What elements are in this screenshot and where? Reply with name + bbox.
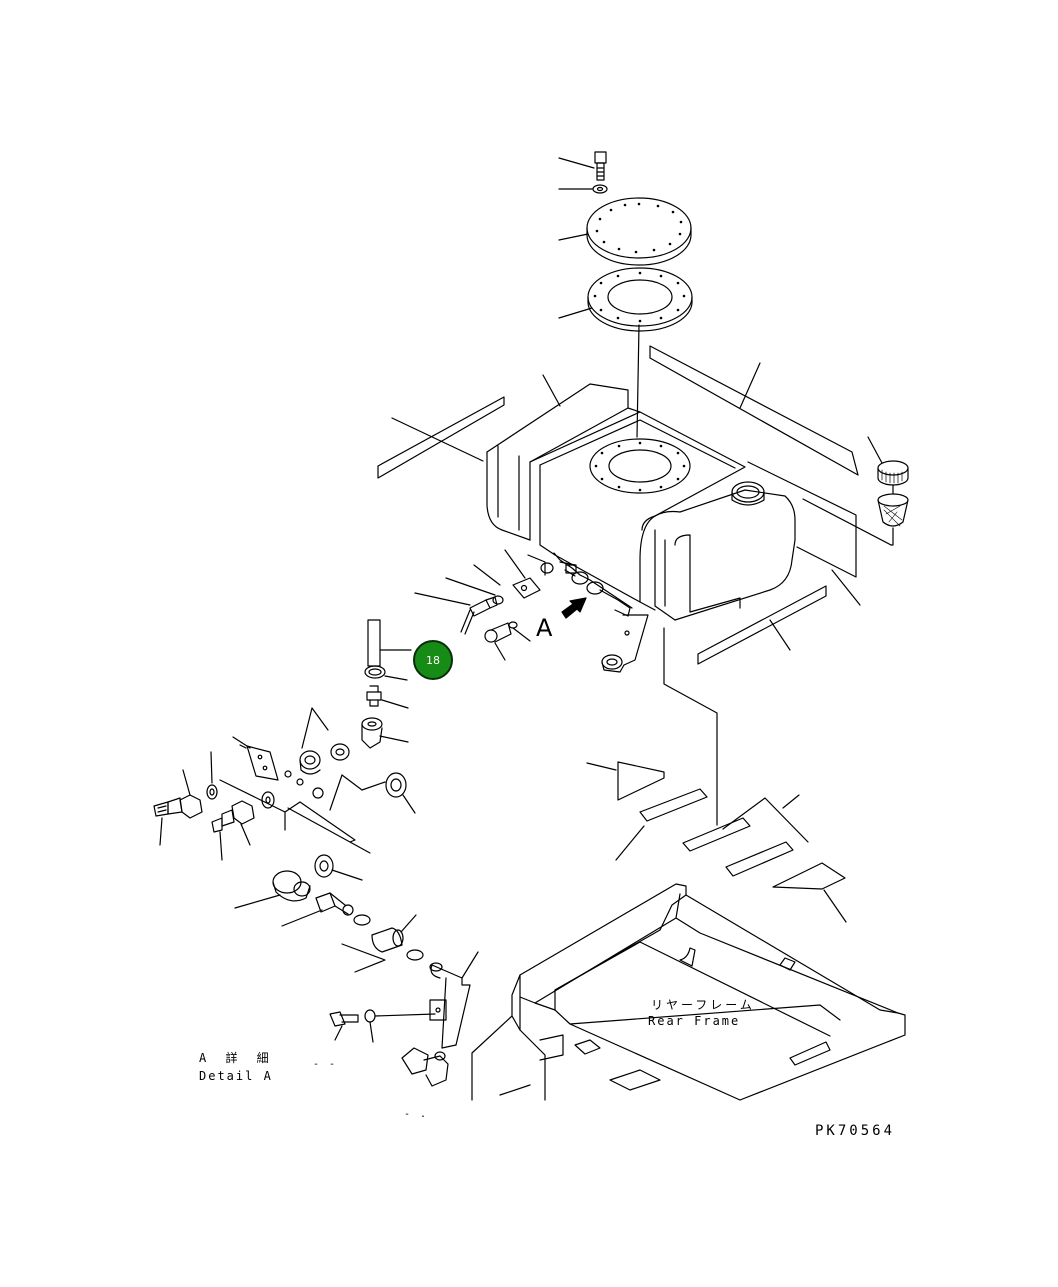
detail-label-jp: A 詳 細 <box>199 1051 275 1065</box>
rubber-strip-left <box>377 396 505 479</box>
mount-bracket <box>374 999 447 1021</box>
drain-valve-assembly <box>553 552 649 673</box>
gasket-plate <box>232 736 304 786</box>
elbow-pipe <box>414 592 475 635</box>
top-washer <box>558 184 608 194</box>
pad-rect-3 <box>722 794 809 877</box>
level-bracket <box>219 774 386 854</box>
bolt-c <box>329 1011 359 1041</box>
hose-short <box>341 914 417 973</box>
long-elbow-pipe <box>429 951 479 1049</box>
sight-glass <box>385 772 416 814</box>
view-arrow <box>561 597 587 619</box>
washer-b <box>314 854 363 881</box>
mounting-plate <box>504 549 554 599</box>
detail-label-en: Detail A <box>199 1069 273 1083</box>
drain-cock <box>401 1047 449 1087</box>
adapter-fitting <box>281 892 354 927</box>
nuts-pair <box>299 707 350 775</box>
top-bolt <box>558 151 607 181</box>
filler-strainer <box>802 484 909 546</box>
washer-a <box>473 564 504 605</box>
view-marker-a: A <box>536 614 553 642</box>
rear-frame <box>471 883 906 1101</box>
rubber-strip-bottom <box>697 585 827 665</box>
bolt-a <box>445 577 498 617</box>
clamp-pair <box>353 914 424 961</box>
drawing-number: PK70564 <box>815 1123 896 1139</box>
pad-triangle-top <box>586 761 665 801</box>
top-gasket <box>558 267 693 332</box>
washer-c <box>364 1009 376 1043</box>
rear-frame-label-en: Rear Frame <box>648 1014 741 1028</box>
stray-mark-2: - . <box>404 1109 429 1120</box>
pad-triangle-bottom <box>772 862 847 923</box>
drain-plug-left <box>153 769 203 846</box>
assembly-line-cover <box>636 324 640 438</box>
stray-mark-1: - - <box>313 1059 338 1070</box>
elbow-fitting <box>361 717 409 749</box>
hose <box>367 619 412 667</box>
drain-plug-right <box>211 800 255 861</box>
top-cover-plate <box>558 197 692 266</box>
rear-frame-label-jp: リヤーフレーム <box>651 998 755 1012</box>
hose-nipple <box>366 685 409 709</box>
stray-tick <box>239 744 247 749</box>
bolt-b <box>484 621 531 661</box>
pad-rect-1 <box>615 788 708 861</box>
washers-column <box>206 751 324 809</box>
hose-clamp <box>364 665 408 681</box>
fuel-tank <box>486 374 883 621</box>
rubber-strip-right <box>649 345 859 476</box>
filter-housing <box>234 870 311 909</box>
assembly-line-pads <box>663 627 718 826</box>
pad-rect-2 <box>682 817 751 852</box>
callout-18[interactable]: 18 <box>413 640 453 680</box>
filler-cap <box>877 460 909 486</box>
rubber-pad-right <box>747 461 861 606</box>
